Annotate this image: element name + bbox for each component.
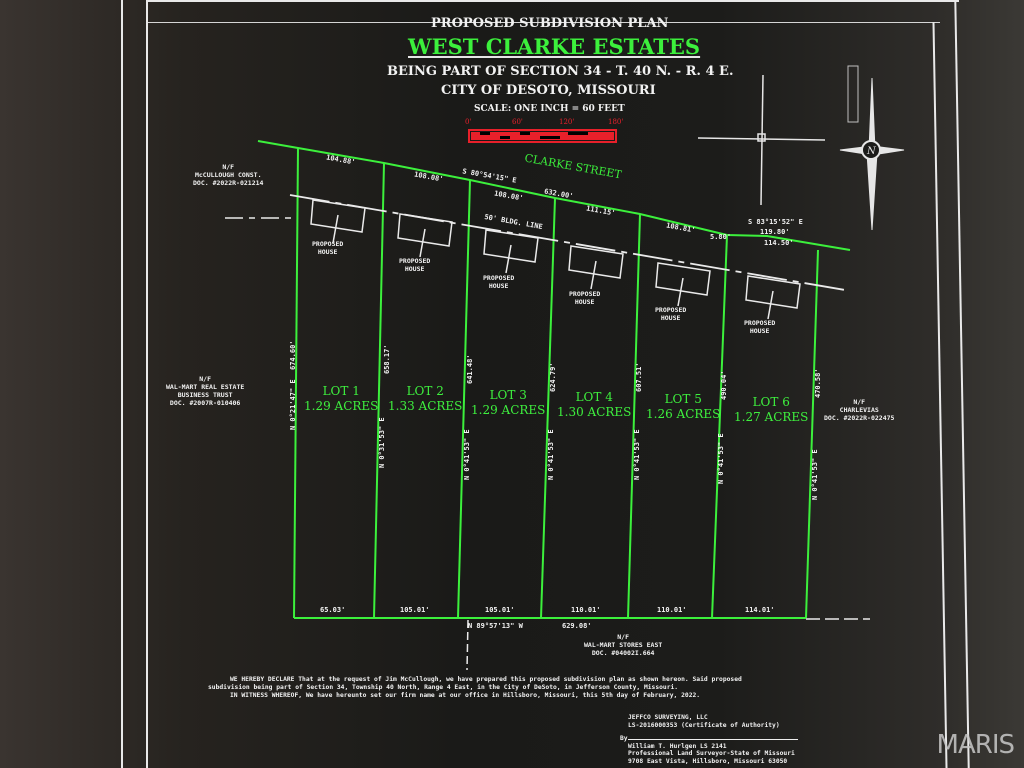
lot1-side-length: 674.60': [289, 340, 297, 370]
lot-lines: [293, 147, 819, 619]
frontage-lot6-b: 114.50': [764, 239, 794, 247]
lot1-side-bearing: N 0°21'47" E: [289, 379, 297, 430]
lot4-side-bearing: N 0°41'53" E: [547, 429, 555, 480]
plan-subtitle: PROPOSED SUBDIVISION PLAN: [431, 16, 669, 31]
lot6-side-bearing: N 0°41'53" E: [717, 433, 725, 484]
inner-frame-top: [148, 22, 940, 23]
lot2-rear: 105.01': [400, 606, 430, 614]
lot3-rear: 105.01': [485, 606, 515, 614]
city-name: CITY OF DESOTO, MISSOURI: [441, 83, 656, 98]
building-setback-line: [289, 194, 846, 291]
lot5-rear: 110.01': [657, 606, 687, 614]
east-side-bearing: N 0°41'53" E: [811, 449, 819, 500]
lot1-rear: 65.03': [320, 606, 346, 614]
frame-top: [146, 0, 959, 2]
lot4-rear: 110.01': [571, 606, 601, 614]
crosshair-cursor: [697, 74, 826, 206]
proposed-houses: [310, 199, 801, 320]
east-side-length: 470.58': [814, 368, 822, 398]
lot5-side-length: 607.51': [635, 362, 643, 392]
scale-bar: [468, 129, 617, 143]
outer-frame-left: [121, 0, 123, 768]
declaration-text: WE HEREBY DECLARE That at the request of…: [208, 676, 742, 699]
lot6-side-length: 490.04': [720, 370, 728, 400]
scale-tick-60: 60': [512, 118, 523, 126]
frontage-lot6-a: 119.80': [760, 228, 790, 236]
surveyor-signature-block: JEFFCO SURVEYING, LLC LS-2016000353 (Cer…: [620, 714, 798, 765]
maris-watermark: MARIS: [936, 730, 1015, 760]
scale-tick-180: 180': [608, 118, 624, 126]
lot5-side-bearing: N 0°41'53" E: [633, 429, 641, 480]
lot4-side-length: 624.79': [549, 362, 557, 392]
street-bearing-2: S 83°15'52" E: [748, 218, 803, 226]
inner-frame-left: [146, 0, 148, 768]
scale-note: SCALE: ONE INCH = 60 FEET: [474, 104, 625, 114]
lot2-side-length: 658.17': [383, 344, 391, 374]
lot3-side-length: 641.48': [466, 354, 474, 384]
scale-tick-0: 0': [465, 118, 472, 126]
scale-tick-120: 120': [559, 118, 575, 126]
lot6-rear: 114.01': [745, 606, 775, 614]
south-line-bearing: N 89°57'13" W: [468, 622, 523, 630]
frontage-corner: 5.80': [710, 233, 732, 241]
plan-title: WEST CLARKE ESTATES: [408, 34, 701, 59]
lot2-side-bearing: N 0°31'53" E: [378, 417, 386, 468]
section-description: BEING PART OF SECTION 34 - T. 40 N. - R.…: [387, 64, 734, 79]
north-arrow-icon: N: [839, 65, 905, 231]
lot3-side-bearing: N 0°41'53" E: [463, 429, 471, 480]
svg-text:N: N: [866, 146, 877, 157]
south-line-total: 629.08': [562, 622, 592, 630]
